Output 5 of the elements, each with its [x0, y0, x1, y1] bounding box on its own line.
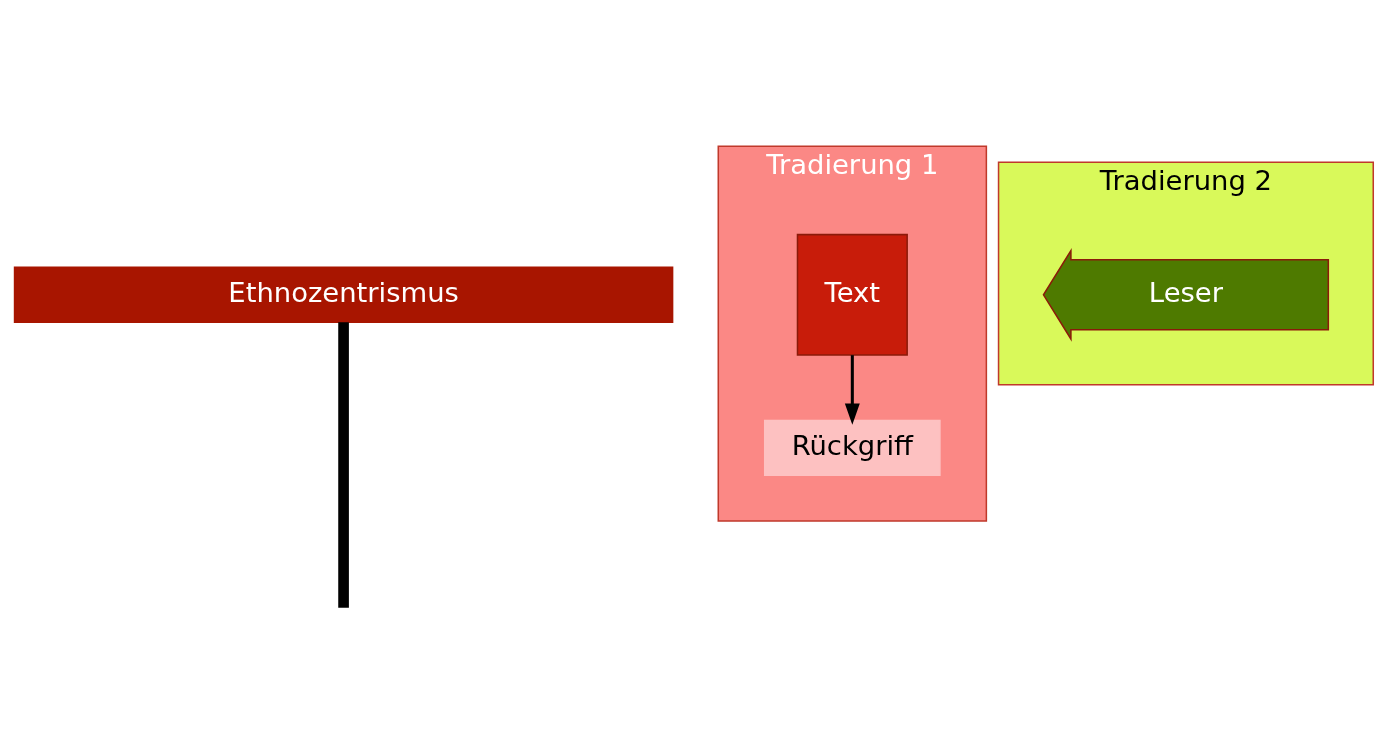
connector [338, 322, 349, 608]
node-box: Text [796, 233, 908, 356]
arrow [844, 355, 860, 425]
node-box: Ethnozentrismus [13, 266, 674, 323]
node-box: Rückgriff [764, 419, 941, 477]
